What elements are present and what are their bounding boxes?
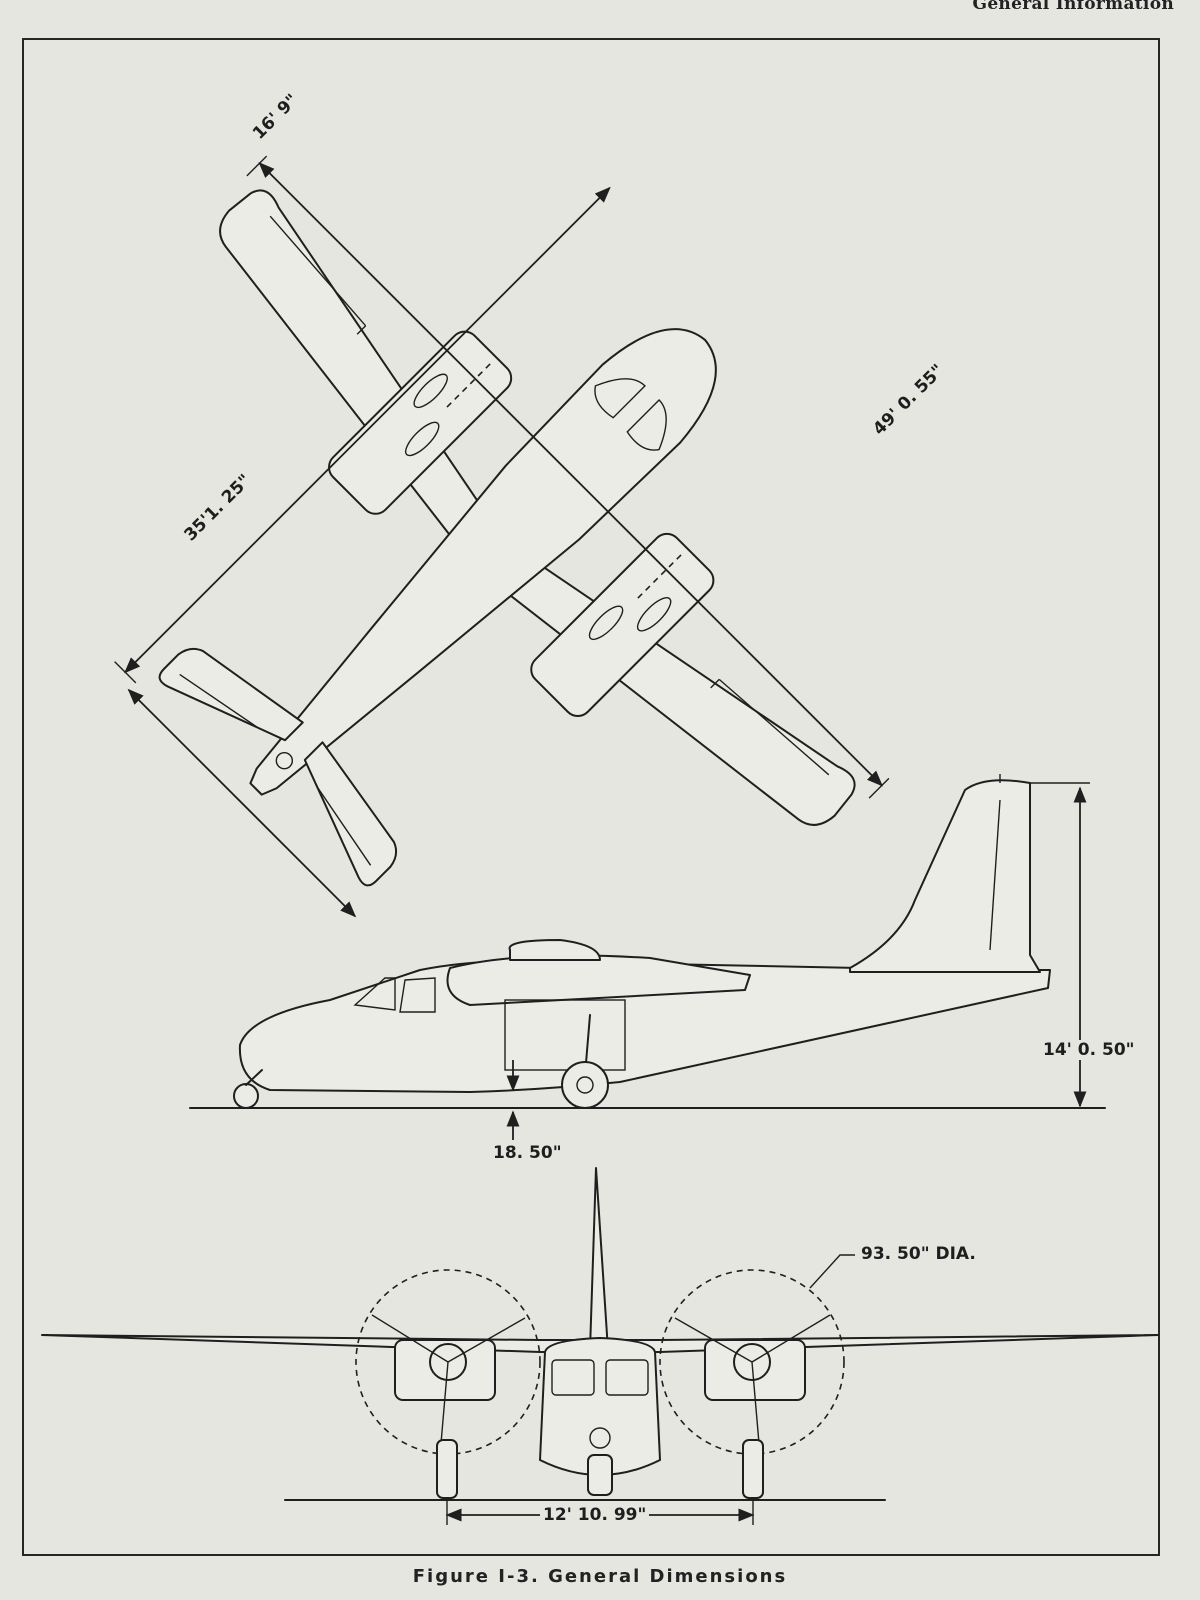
dimension-prop-diameter: 93. 50" DIA. (858, 1244, 979, 1264)
page-header: General Information (972, 0, 1174, 14)
dimension-wheel-track: 12' 10. 99" (540, 1505, 650, 1525)
side-view (189, 774, 1106, 1140)
dimension-height: 14' 0. 50" (1040, 1040, 1138, 1060)
front-view (41, 1167, 1159, 1525)
figure-frame (22, 38, 1160, 1556)
top-view (114, 155, 890, 918)
dimension-ground-clearance: 18. 50" (490, 1143, 565, 1163)
figure-caption: Figure I-3. General Dimensions (412, 1566, 788, 1587)
